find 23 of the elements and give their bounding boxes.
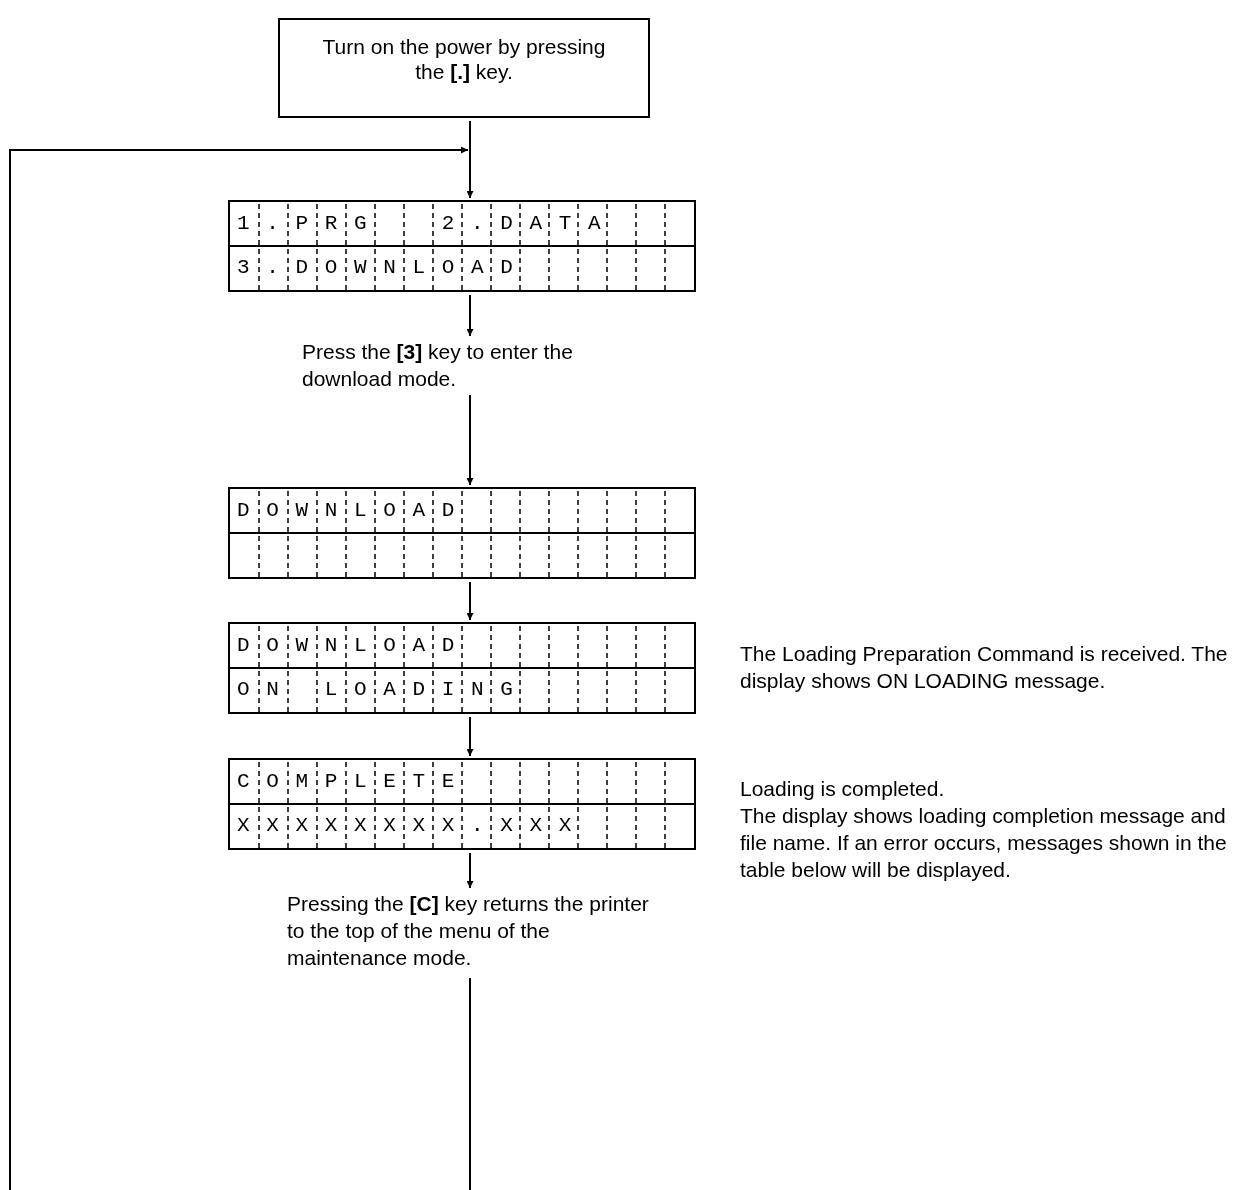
- arrow: [466, 394, 474, 486]
- arrow: [466, 852, 474, 889]
- instruction-text: Pressing the [C] key returns the printer to the top of the menu of the maintenance mode.: [287, 890, 667, 971]
- lcd-display: [228, 622, 696, 714]
- arrow: [466, 294, 474, 337]
- process-box: Turn on the power by pressing the [.] key.: [278, 18, 650, 118]
- lcd-display: [228, 200, 696, 292]
- display-text: COMPLETE: [237, 770, 472, 794]
- arrow: [466, 581, 474, 621]
- display-text: 1.PRG 2.DATA: [237, 212, 618, 236]
- display-text: DOWNLOAD: [237, 634, 472, 658]
- arrow: [466, 716, 474, 757]
- lcd-display: [228, 487, 696, 579]
- note-text: The Loading Preparation Command is received. The display shows ON LOADING message.: [740, 641, 1229, 694]
- arrow: [9, 146, 469, 1190]
- display-text: DOWNLOAD: [237, 499, 472, 523]
- instruction-text: Press the [3] key to enter the download mode.: [302, 338, 662, 392]
- display-text: 3.DOWNLOAD: [237, 256, 530, 280]
- note-text: Loading is completed. The display shows loading completion message and file name. If an error occurs, messages shown in the table below will be displayed.: [740, 776, 1228, 883]
- arrow: [466, 120, 474, 199]
- display-text: ON LOADING: [237, 678, 530, 702]
- display-text: XXXXXXXX.XXX: [237, 814, 589, 838]
- lcd-display: [228, 758, 696, 850]
